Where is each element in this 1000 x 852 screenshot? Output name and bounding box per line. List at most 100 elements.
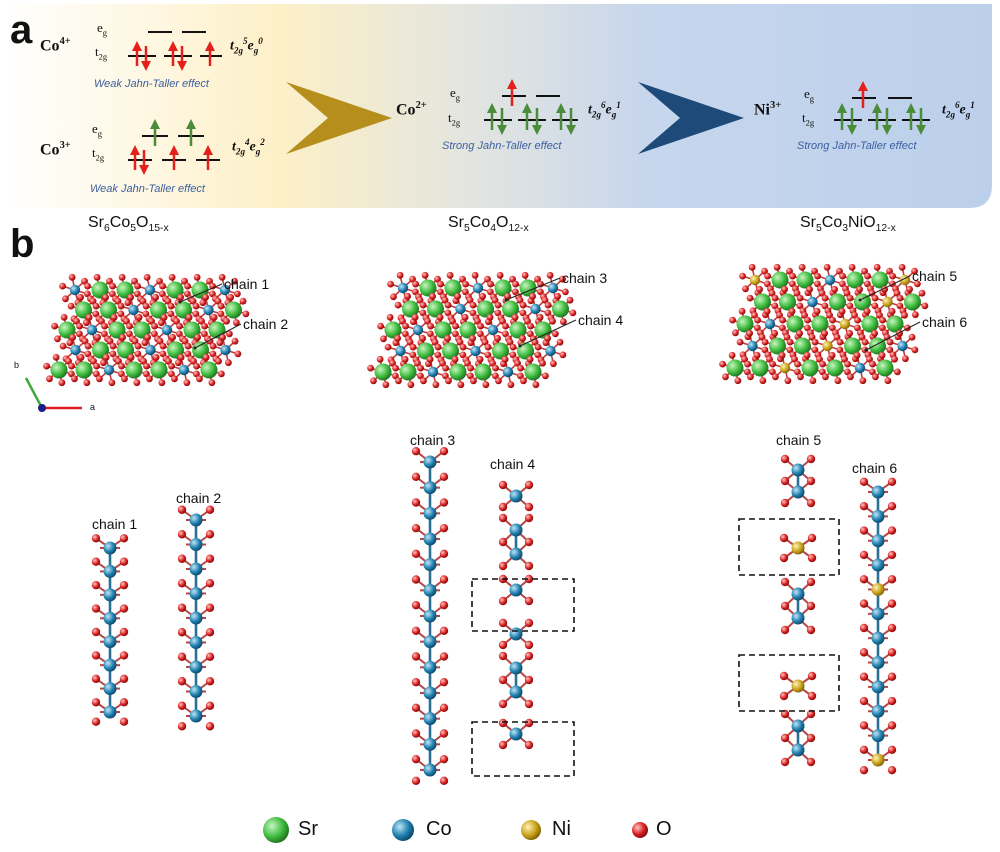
o-atom [887, 599, 897, 608]
o-atom [144, 333, 152, 341]
o-atom [559, 351, 567, 359]
o-atom [494, 301, 502, 309]
co2-eg-label: eg [450, 85, 460, 103]
sr-atom [886, 315, 904, 333]
o-atom [859, 696, 869, 706]
o-atom [201, 322, 208, 330]
o-atom [439, 754, 449, 764]
o-atom [93, 370, 100, 378]
ni-atom [791, 679, 805, 693]
o-atom [498, 561, 508, 571]
o-atom [498, 596, 508, 606]
o-atom [411, 626, 421, 636]
sr-atom [811, 315, 829, 333]
sr-atom [374, 363, 392, 381]
o-atom [51, 322, 58, 330]
o-atom [859, 745, 869, 755]
co-atom [203, 304, 214, 316]
o-atom [831, 285, 839, 293]
o-atom [231, 277, 238, 285]
o-atom [859, 575, 869, 584]
sr-atom [419, 279, 437, 297]
co-atom [423, 532, 437, 546]
o-atom [445, 377, 452, 385]
o-atom [177, 603, 187, 612]
spin-arrows [130, 41, 926, 175]
o-atom [854, 316, 861, 324]
o-atom [439, 472, 449, 482]
o-atom [507, 381, 515, 389]
co-atom [871, 704, 885, 718]
o-atom [498, 537, 508, 547]
sr-atom [494, 279, 512, 297]
o-atom [452, 330, 459, 338]
co-atom [423, 583, 437, 597]
co-atom [747, 340, 758, 352]
formula-sr5co3nio12: Sr5Co3NiO12-x [800, 214, 896, 235]
co-atom [791, 587, 805, 601]
o-atom [108, 379, 116, 387]
o-atom [91, 534, 101, 543]
o-atom [184, 342, 192, 350]
o-atom [109, 290, 116, 298]
o-atom [859, 648, 869, 657]
bond [24, 377, 44, 409]
o-atom [119, 557, 129, 566]
co-atom [189, 587, 203, 600]
co-atom [509, 627, 523, 641]
o-atom [482, 381, 490, 389]
ni3-eg-label: eg [804, 86, 814, 104]
o-atom [506, 338, 514, 346]
co-atom [502, 366, 514, 378]
co-atom [103, 588, 117, 602]
o-atom [177, 628, 187, 637]
o-atom [84, 290, 91, 298]
o-atom [436, 313, 444, 321]
o-atom [823, 263, 831, 271]
o-atom [859, 623, 869, 633]
o-atom [160, 313, 168, 321]
o-atom [411, 523, 421, 533]
chain-pointer-line [505, 277, 561, 301]
sr-atom [826, 359, 844, 377]
o-atom [844, 368, 851, 376]
o-atom [71, 375, 78, 383]
o-atom [808, 333, 816, 341]
o-atom [165, 357, 172, 365]
o-atom [146, 375, 153, 383]
o-atom [479, 292, 487, 300]
o-atom [416, 296, 424, 304]
o-atom [804, 316, 811, 324]
co-atom [871, 729, 885, 743]
co-atom [509, 685, 523, 699]
sr-atom [434, 321, 452, 339]
sr-atom [427, 300, 444, 318]
o-atom [521, 271, 529, 279]
o-atom [879, 316, 886, 324]
o-atom [519, 334, 527, 342]
o-atom [106, 277, 113, 285]
co-atom [423, 481, 437, 495]
sr-atom [876, 359, 894, 377]
o-atom [377, 322, 384, 330]
o-atom [452, 322, 459, 330]
o-atom [176, 330, 183, 338]
o-atom [527, 330, 534, 338]
o-atom [68, 370, 75, 378]
o-atom [159, 342, 167, 350]
o-atom [896, 302, 904, 310]
o-atom [370, 377, 377, 385]
co-atom [423, 558, 437, 572]
o-atom [439, 549, 449, 559]
o-atom [744, 368, 751, 376]
dashed-highlight-box [471, 578, 575, 632]
o-atom [509, 275, 516, 283]
o-atom [411, 313, 419, 321]
axis-c-origin [38, 404, 46, 412]
o-atom [481, 338, 489, 346]
o-atom [444, 334, 452, 342]
o-atom [411, 677, 421, 687]
o-atom [793, 289, 801, 297]
o-atom [442, 364, 449, 372]
co-atom [509, 547, 523, 561]
